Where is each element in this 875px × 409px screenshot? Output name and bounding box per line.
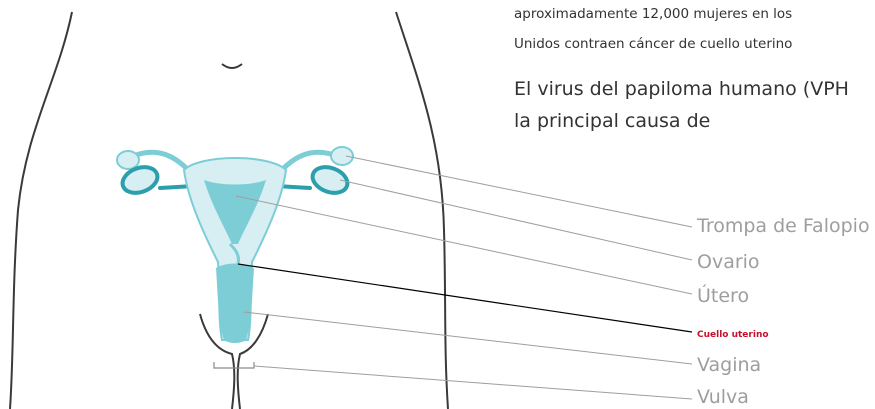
intro-line-1: aproximadamente 12,000 mujeres en los <box>514 6 793 22</box>
vagina <box>216 263 254 343</box>
label-cervix: Cuello uterino <box>697 330 769 340</box>
label-vagina: Vagina <box>697 354 762 376</box>
hpv-line-2: la principal causa de <box>514 110 711 132</box>
leader-uterus <box>235 195 693 295</box>
navel <box>221 63 243 69</box>
intro-line-2: Unidos contraen cáncer de cuello uterino <box>514 36 793 52</box>
leg-left-outline <box>199 313 236 409</box>
leader-ovary <box>339 179 693 261</box>
leg-right-outline <box>236 313 269 409</box>
ovary-left <box>120 165 160 195</box>
body-outline-right <box>395 11 449 409</box>
uterus-cavity <box>204 180 266 244</box>
label-uterus: Útero <box>697 285 750 307</box>
vulva-bracket <box>213 362 255 369</box>
fimbria-right <box>330 146 354 166</box>
fimbria-left <box>116 150 140 170</box>
leader-vagina <box>243 311 693 365</box>
leader-vulva <box>253 365 693 400</box>
leader-fallopian-tube <box>345 155 693 228</box>
ovary-right <box>310 165 350 195</box>
label-vulva: Vulva <box>697 386 749 408</box>
label-fallopian-tube: Trompa de Falopio <box>697 215 870 237</box>
leader-cervix <box>237 263 693 333</box>
body-outline-left <box>9 11 73 409</box>
label-ovary: Ovario <box>697 251 760 273</box>
cervix <box>228 242 240 265</box>
hpv-line-1: El virus del papiloma humano (VPH <box>514 78 849 100</box>
